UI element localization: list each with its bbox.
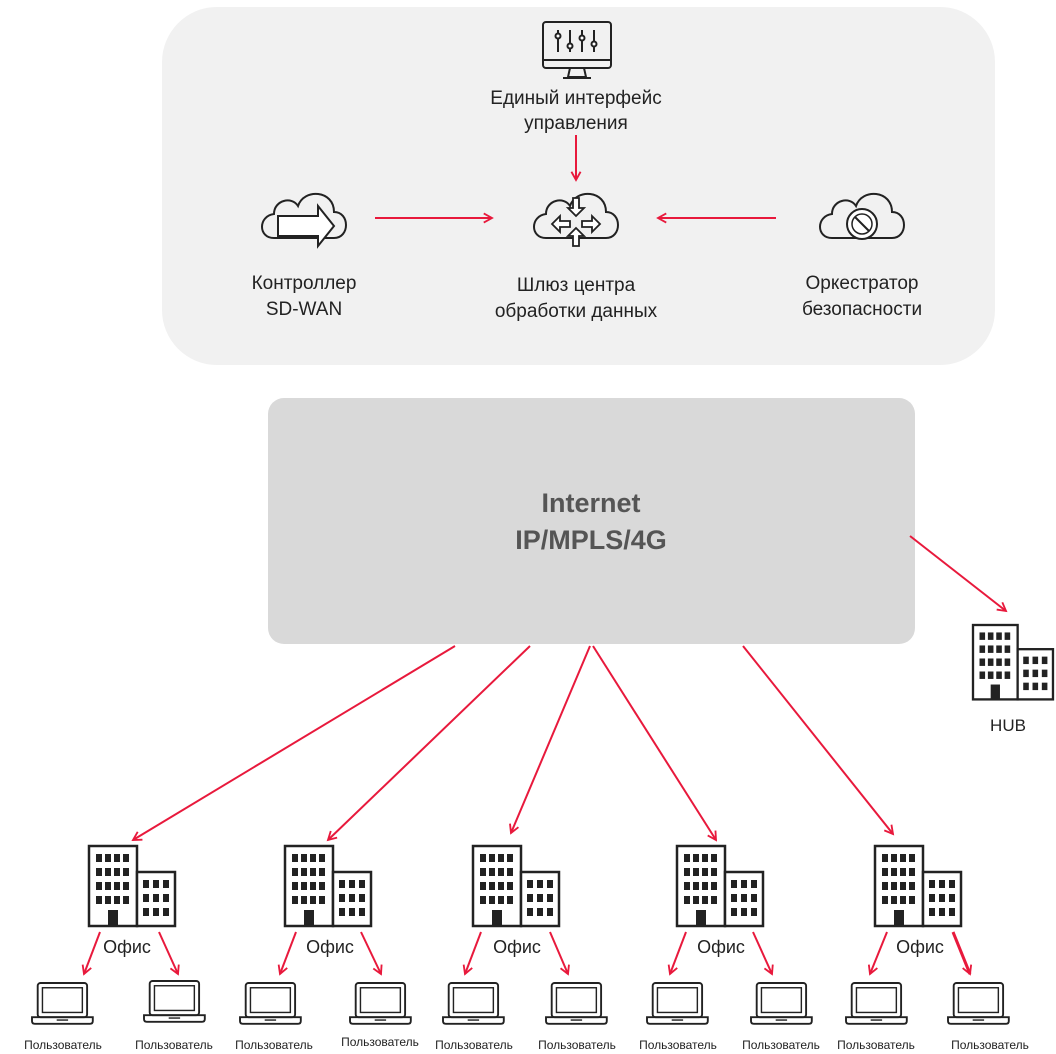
hub-building-icon: [971, 623, 1055, 701]
office-label: Офис: [306, 937, 354, 957]
user-label: Пользователь: [639, 1038, 717, 1052]
user-label: Пользователь: [235, 1038, 313, 1052]
arrow-network-to-office-2: [328, 645, 531, 840]
arrow-office-to-user-left: [465, 931, 482, 974]
cloud-blocked-icon: [819, 192, 905, 240]
building-icon: [471, 844, 561, 928]
arrow-office-to-user-left: [84, 931, 101, 974]
orchestrator-label-line2: безопасности: [802, 299, 922, 320]
user-label: Пользователь: [742, 1038, 820, 1052]
arrow-office-to-user-right: [158, 931, 178, 974]
user-label: Пользователь: [135, 1038, 213, 1052]
cloud-gateway-icon: [533, 192, 619, 247]
laptop-icon: [845, 982, 908, 1025]
arrow-office-to-user-right: [549, 931, 568, 974]
arrow-office-to-user-right: [951, 931, 970, 974]
laptop-icon: [646, 982, 709, 1025]
monitor-sliders-icon: [542, 21, 612, 79]
ui-label-line1: Единый интерфейс: [490, 88, 661, 109]
laptop-icon: [31, 982, 94, 1025]
control-plane-panel: [162, 7, 995, 365]
office-3: Офис Пользователь Пользователь: [435, 844, 616, 1052]
arrow-network-to-office-1: [133, 645, 456, 840]
building-icon: [87, 844, 177, 928]
arrow-to-hub: [909, 535, 1006, 611]
cloud-arrow-icon: [261, 192, 347, 249]
user-label: Пользователь: [538, 1038, 616, 1052]
controller-label-line2: SD-WAN: [266, 299, 342, 320]
controller-label-line1: Контроллер: [252, 273, 357, 294]
arrow-office-to-user-left: [280, 931, 297, 974]
internet-panel: [268, 398, 915, 644]
hub-label: HUB: [990, 716, 1026, 735]
office-label: Офис: [896, 937, 944, 957]
laptop-icon: [239, 982, 302, 1025]
user-label: Пользователь: [951, 1038, 1029, 1052]
arrow-office-to-user-right: [752, 931, 772, 974]
arrow-office-to-user-right: [360, 931, 381, 974]
laptop-icon: [947, 982, 1010, 1025]
user-label: Пользователь: [837, 1038, 915, 1052]
arrow-network-to-office-5: [742, 645, 893, 834]
ui-label-line2: управления: [524, 113, 628, 134]
laptop-icon: [545, 982, 608, 1025]
gateway-label-line1: Шлюз центра: [517, 275, 636, 296]
arrow-office-to-user-left: [870, 931, 888, 974]
laptop-icon: [143, 980, 206, 1023]
orchestrator-label-line1: Оркестратор: [806, 273, 919, 294]
office-5: Офис Пользователь Пользователь: [837, 844, 1029, 1052]
building-icon: [675, 844, 765, 928]
arrow-network-to-office-3: [511, 645, 591, 833]
arrow-network-to-office-4: [592, 645, 716, 840]
user-label: Пользователь: [341, 1035, 419, 1049]
building-icon: [873, 844, 963, 928]
user-label: Пользователь: [24, 1038, 102, 1052]
office-1: Офис Пользователь Пользователь: [24, 844, 213, 1052]
laptop-icon: [349, 982, 412, 1025]
office-2: Офис Пользователь Пользователь: [235, 844, 419, 1052]
laptop-icon: [442, 982, 505, 1025]
office-4: Офис Пользователь Пользователь: [639, 844, 820, 1052]
office-label: Офис: [493, 937, 541, 957]
gateway-label-line2: обработки данных: [495, 301, 658, 322]
transport-label: IP/MPLS/4G: [515, 525, 667, 555]
user-label: Пользователь: [435, 1038, 513, 1052]
laptop-icon: [750, 982, 813, 1025]
internet-label: Internet: [541, 488, 640, 518]
office-label: Офис: [103, 937, 151, 957]
building-icon: [283, 844, 373, 928]
arrow-office-to-user-left: [670, 931, 687, 974]
office-label: Офис: [697, 937, 745, 957]
